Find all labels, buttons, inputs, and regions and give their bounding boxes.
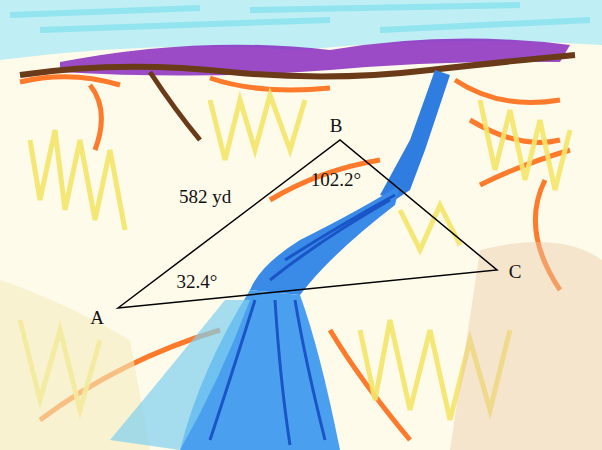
angle-label: 102.2° xyxy=(311,170,361,191)
angle-label: 32.4° xyxy=(177,272,218,293)
vertex-label: B xyxy=(330,116,343,137)
vertex-label: A xyxy=(90,308,104,329)
side-length-label: 582 yd xyxy=(179,187,231,208)
vertex-label: C xyxy=(509,262,522,283)
